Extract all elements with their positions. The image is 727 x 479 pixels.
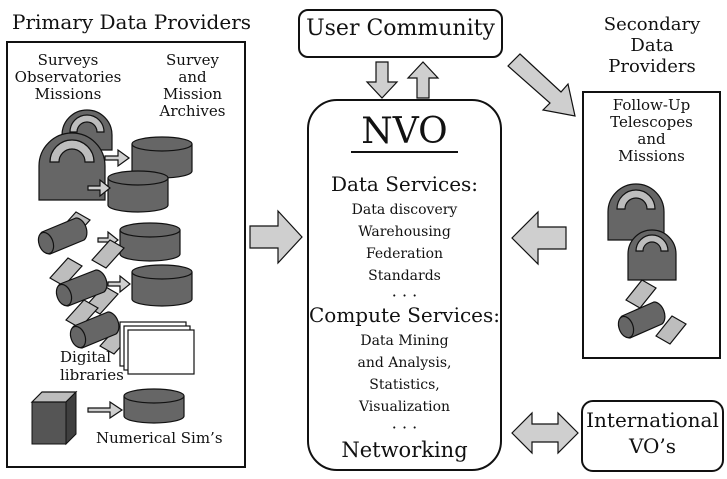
user-community-label: User Community [306, 16, 495, 41]
observatory-icon [607, 183, 665, 241]
data-services-heading: Data Services: [330, 172, 479, 196]
arrow-to-secondary [507, 53, 576, 117]
ellipsis: · · · [391, 418, 418, 437]
primary-providers-title: Primary Data Providers [12, 10, 252, 34]
archive-cylinder-icon [107, 170, 169, 213]
archive-cylinder-icon [123, 388, 185, 424]
observatory-icon [38, 132, 106, 201]
archive-cylinder-icon [119, 222, 181, 262]
digital-libraries-label: Digital libraries [60, 348, 124, 384]
small-arrow-icon [87, 148, 131, 420]
compute-services-item: Visualization [358, 399, 451, 415]
numerical-sims-label: Numerical Sim’s [96, 429, 223, 447]
satellite-icon [617, 279, 687, 345]
arrow-primary-to-nvo [249, 209, 303, 265]
observatory-icon [627, 229, 677, 281]
ellipsis: · · · [391, 286, 418, 305]
follow-up-telescopes-label: Follow-Up Telescopes and Missions [610, 96, 693, 165]
nvo-box [307, 99, 502, 471]
arrow-secondary-to-nvo [511, 210, 567, 266]
satellite-icon [37, 211, 125, 269]
data-services-item: Standards [368, 268, 441, 284]
international-vo-label: International VO’s [586, 408, 719, 458]
compute-services-heading: Compute Services: [308, 303, 501, 327]
secondary-providers-title: Secondary Data Providers [603, 14, 701, 77]
surveys-observatories-missions-label: Surveys Observatories Missions [14, 51, 122, 103]
down-arrow [365, 61, 399, 99]
document-pages-icon [119, 321, 195, 375]
compute-services-item: Data Mining [360, 333, 449, 349]
nvo-title: NVO [361, 111, 448, 152]
international-vo-box [581, 400, 724, 472]
compute-services-item: and Analysis, [357, 355, 452, 371]
data-services-item: Warehousing [358, 224, 451, 240]
archive-cylinder-icon [131, 264, 193, 307]
data-services-item: Federation [365, 246, 444, 262]
up-arrow [406, 61, 440, 99]
user-community-arrows [365, 61, 440, 99]
survey-mission-archives-label: Survey and Mission Archives [159, 51, 226, 120]
data-services-item: Data discovery [351, 202, 458, 218]
cube-icon [30, 390, 78, 446]
compute-services-item: Statistics, [369, 377, 440, 393]
user-community-box [298, 9, 503, 58]
networking-label: Networking [341, 438, 468, 462]
arrow-nvo-international [511, 411, 579, 455]
